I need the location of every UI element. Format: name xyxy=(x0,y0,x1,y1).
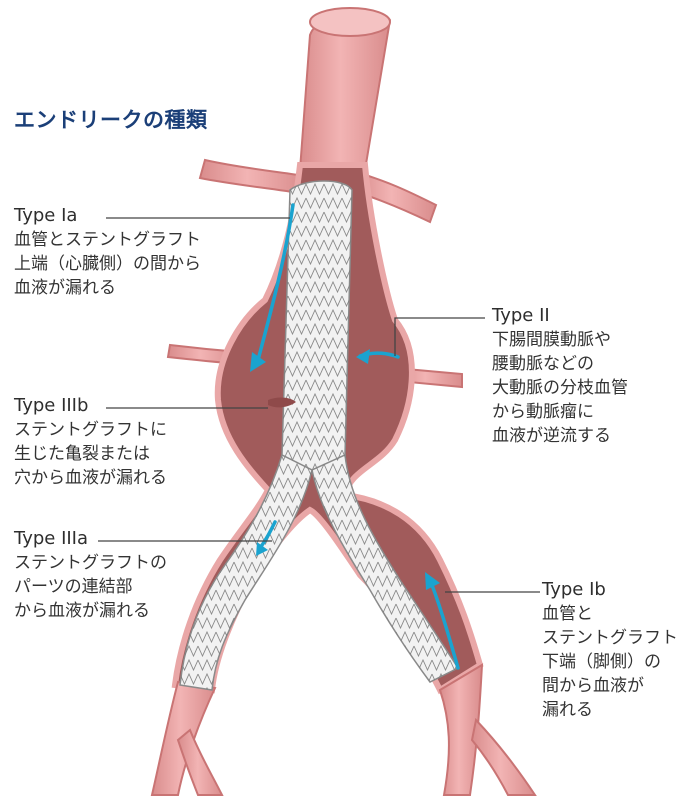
type-iiia-desc-1: ステントグラフトの xyxy=(14,551,167,575)
right-iliac-branch xyxy=(472,720,535,795)
type-ia-desc-1: 血管とステントグラフト xyxy=(14,228,201,252)
type-iiib-desc-3: 穴から血液が漏れる xyxy=(14,466,167,490)
type-iiib-desc-1: ステントグラフトに xyxy=(14,418,167,442)
type-ii-desc-1: 下腸間膜動脈や xyxy=(492,328,628,352)
type-ia-name: Type Ia xyxy=(14,204,201,228)
type-ib-name: Type Ib xyxy=(542,578,678,602)
aorta-top-opening xyxy=(310,8,390,36)
left-renal-artery xyxy=(200,160,305,194)
type-iiib-name: Type IIIb xyxy=(14,394,167,418)
label-type-ii: Type II 下腸間膜動脈や 腰動脈などの 大動脈の分枝血管 から動脈瘤に 血… xyxy=(492,304,628,448)
type-iiia-name: Type IIIa xyxy=(14,527,167,551)
page-title: エンドリークの種類 xyxy=(14,104,208,134)
type-ib-desc-1: 血管と xyxy=(542,602,678,626)
label-type-iiib: Type IIIb ステントグラフトに 生じた亀裂または 穴から血液が漏れる xyxy=(14,394,167,490)
label-type-iiia: Type IIIa ステントグラフトの パーツの連結部 から血液が漏れる xyxy=(14,527,167,623)
type-iiia-desc-3: から血液が漏れる xyxy=(14,599,167,623)
type-ii-desc-4: から動脈瘤に xyxy=(492,400,628,424)
label-type-ib: Type Ib 血管と ステントグラフト 下端（脚側）の 間から血液が 漏れる xyxy=(542,578,678,722)
type-ib-desc-3: 下端（脚側）の xyxy=(542,650,678,674)
type-ii-desc-2: 腰動脈などの xyxy=(492,352,628,376)
type-iiia-desc-2: パーツの連結部 xyxy=(14,575,167,599)
type-ii-name: Type II xyxy=(492,304,628,328)
type-ib-desc-2: ステントグラフト xyxy=(542,626,678,650)
type-ii-desc-5: 血液が逆流する xyxy=(492,424,628,448)
type-ia-desc-3: 血液が漏れる xyxy=(14,276,201,300)
type-ib-desc-4: 間から血液が xyxy=(542,674,678,698)
type-ib-desc-5: 漏れる xyxy=(542,698,678,722)
type-ia-desc-2: 上端（心臓側）の間から xyxy=(14,252,201,276)
label-type-ia: Type Ia 血管とステントグラフト 上端（心臓側）の間から 血液が漏れる xyxy=(14,204,201,300)
type-iiib-desc-2: 生じた亀裂または xyxy=(14,442,167,466)
type-ii-desc-3: 大動脈の分枝血管 xyxy=(492,376,628,400)
